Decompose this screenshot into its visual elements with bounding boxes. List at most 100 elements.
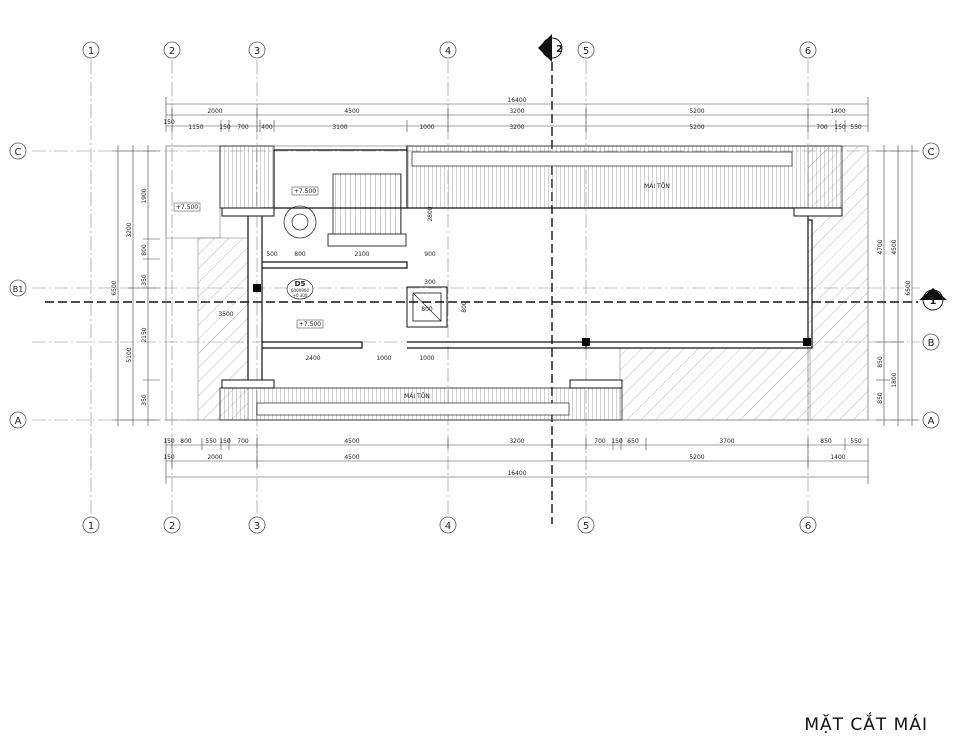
grid-label-A-left: A <box>15 416 22 427</box>
grid-bubble-1-top <box>82 41 100 59</box>
svg-text:1000: 1000 <box>419 124 434 131</box>
svg-text:4500: 4500 <box>344 438 359 445</box>
svg-text:6500: 6500 <box>905 280 912 295</box>
svg-text:700: 700 <box>237 438 249 445</box>
svg-text:4700: 4700 <box>877 239 884 254</box>
svg-text:150: 150 <box>219 124 231 131</box>
svg-text:1000: 1000 <box>376 355 391 362</box>
svg-text:2000: 2000 <box>207 108 222 115</box>
svg-text:400: 400 <box>261 124 273 131</box>
svg-text:700: 700 <box>816 124 828 131</box>
grid-label-4-top: 4 <box>445 46 451 57</box>
column <box>803 338 811 346</box>
svg-text:2800: 2800 <box>427 206 434 221</box>
dimension-lines-left <box>112 145 160 426</box>
grid-label-4-bottom: 4 <box>445 521 451 532</box>
grid-label-B1-left: B1 <box>13 285 24 294</box>
level-mark-2: +7.500 <box>294 188 316 195</box>
grid-label-2-bottom: 2 <box>169 521 175 532</box>
door-size: 600X900 <box>291 288 309 293</box>
grid-label-1-bottom: 1 <box>88 521 94 532</box>
svg-text:850: 850 <box>820 438 832 445</box>
svg-text:2000: 2000 <box>207 454 222 461</box>
grid-label-3-bottom: 3 <box>254 521 260 532</box>
svg-text:150: 150 <box>163 119 175 126</box>
section-marker-top: 2 <box>538 34 563 62</box>
svg-text:700: 700 <box>594 438 606 445</box>
svg-text:150: 150 <box>834 124 846 131</box>
svg-text:800: 800 <box>141 244 148 256</box>
grid-bubble-5-top <box>577 41 595 59</box>
grid-label-C-right: C <box>928 147 935 158</box>
svg-text:1400: 1400 <box>830 454 845 461</box>
svg-text:2400: 2400 <box>305 355 320 362</box>
svg-text:300: 300 <box>424 279 436 286</box>
svg-text:350: 350 <box>141 394 148 406</box>
dimension-lines-bottom <box>165 438 869 484</box>
drawing-title: MẶT CẮT MÁI <box>804 715 928 735</box>
svg-text:350: 350 <box>141 274 148 286</box>
grid-label-1-top: 1 <box>88 46 94 57</box>
svg-text:500: 500 <box>266 251 278 258</box>
svg-text:2100: 2100 <box>354 251 369 258</box>
svg-text:3200: 3200 <box>509 108 524 115</box>
svg-text:550: 550 <box>850 438 862 445</box>
grid-label-6-top: 6 <box>805 46 811 57</box>
svg-text:150: 150 <box>611 438 623 445</box>
dim-top-total: 16400 <box>507 97 526 104</box>
hatch-bottom-right <box>619 347 811 421</box>
svg-text:1800: 1800 <box>891 372 898 387</box>
building-plan <box>165 145 869 421</box>
svg-text:1000: 1000 <box>419 355 434 362</box>
section-marker-right: 1 <box>919 288 947 311</box>
door-tag <box>286 278 314 300</box>
svg-text:900: 900 <box>424 251 436 258</box>
svg-text:850: 850 <box>877 356 884 368</box>
svg-text:5100: 5100 <box>126 347 133 362</box>
svg-text:550: 550 <box>850 124 862 131</box>
level-mark-3: +7.500 <box>299 321 321 328</box>
door-sill: +0.300 <box>293 293 308 298</box>
grid-label-5-bottom: 5 <box>583 521 589 532</box>
svg-text:800: 800 <box>294 251 306 258</box>
svg-text:3700: 3700 <box>719 438 734 445</box>
svg-text:650: 650 <box>627 438 639 445</box>
svg-text:150: 150 <box>163 454 175 461</box>
grid-bubble-3-top <box>248 41 266 59</box>
svg-text:1900: 1900 <box>141 188 148 203</box>
grid-bubbles-top <box>82 41 817 59</box>
svg-text:3200: 3200 <box>126 222 133 237</box>
dim-bottom-total: 16400 <box>507 470 526 477</box>
staircase <box>332 173 402 245</box>
svg-text:2: 2 <box>556 44 563 55</box>
column <box>253 284 261 292</box>
grid-label-B-right: B <box>928 338 935 349</box>
grid-bubble-6-top <box>799 41 817 59</box>
grid-label-3-top: 3 <box>254 46 260 57</box>
skylight-opening <box>406 286 448 328</box>
level-mark-1: +7.500 <box>176 204 198 211</box>
door-code: D5 <box>295 280 306 288</box>
svg-text:4500: 4500 <box>344 454 359 461</box>
svg-text:800: 800 <box>461 301 468 313</box>
svg-text:800: 800 <box>180 438 192 445</box>
svg-text:5200: 5200 <box>689 124 704 131</box>
svg-text:3500: 3500 <box>218 311 233 318</box>
svg-text:3100: 3100 <box>332 124 347 131</box>
roof-label-bottom: MÁI TÔN <box>404 393 430 400</box>
grid-label-A-right: A <box>928 416 935 427</box>
grid-bubble-2-top <box>163 41 181 59</box>
svg-text:3200: 3200 <box>509 438 524 445</box>
svg-text:6500: 6500 <box>111 280 118 295</box>
svg-text:850: 850 <box>877 392 884 404</box>
svg-text:150: 150 <box>163 438 175 445</box>
roof-sheet-top-left <box>219 145 275 209</box>
grid-bubbles-bottom <box>82 516 817 534</box>
grid-bubble-4-top <box>439 41 457 59</box>
dimension-lines-right <box>876 145 918 426</box>
column <box>582 338 590 346</box>
grid-label-C-left: C <box>15 147 22 158</box>
dimension-lines-top <box>165 97 869 132</box>
svg-text:1: 1 <box>930 296 937 307</box>
